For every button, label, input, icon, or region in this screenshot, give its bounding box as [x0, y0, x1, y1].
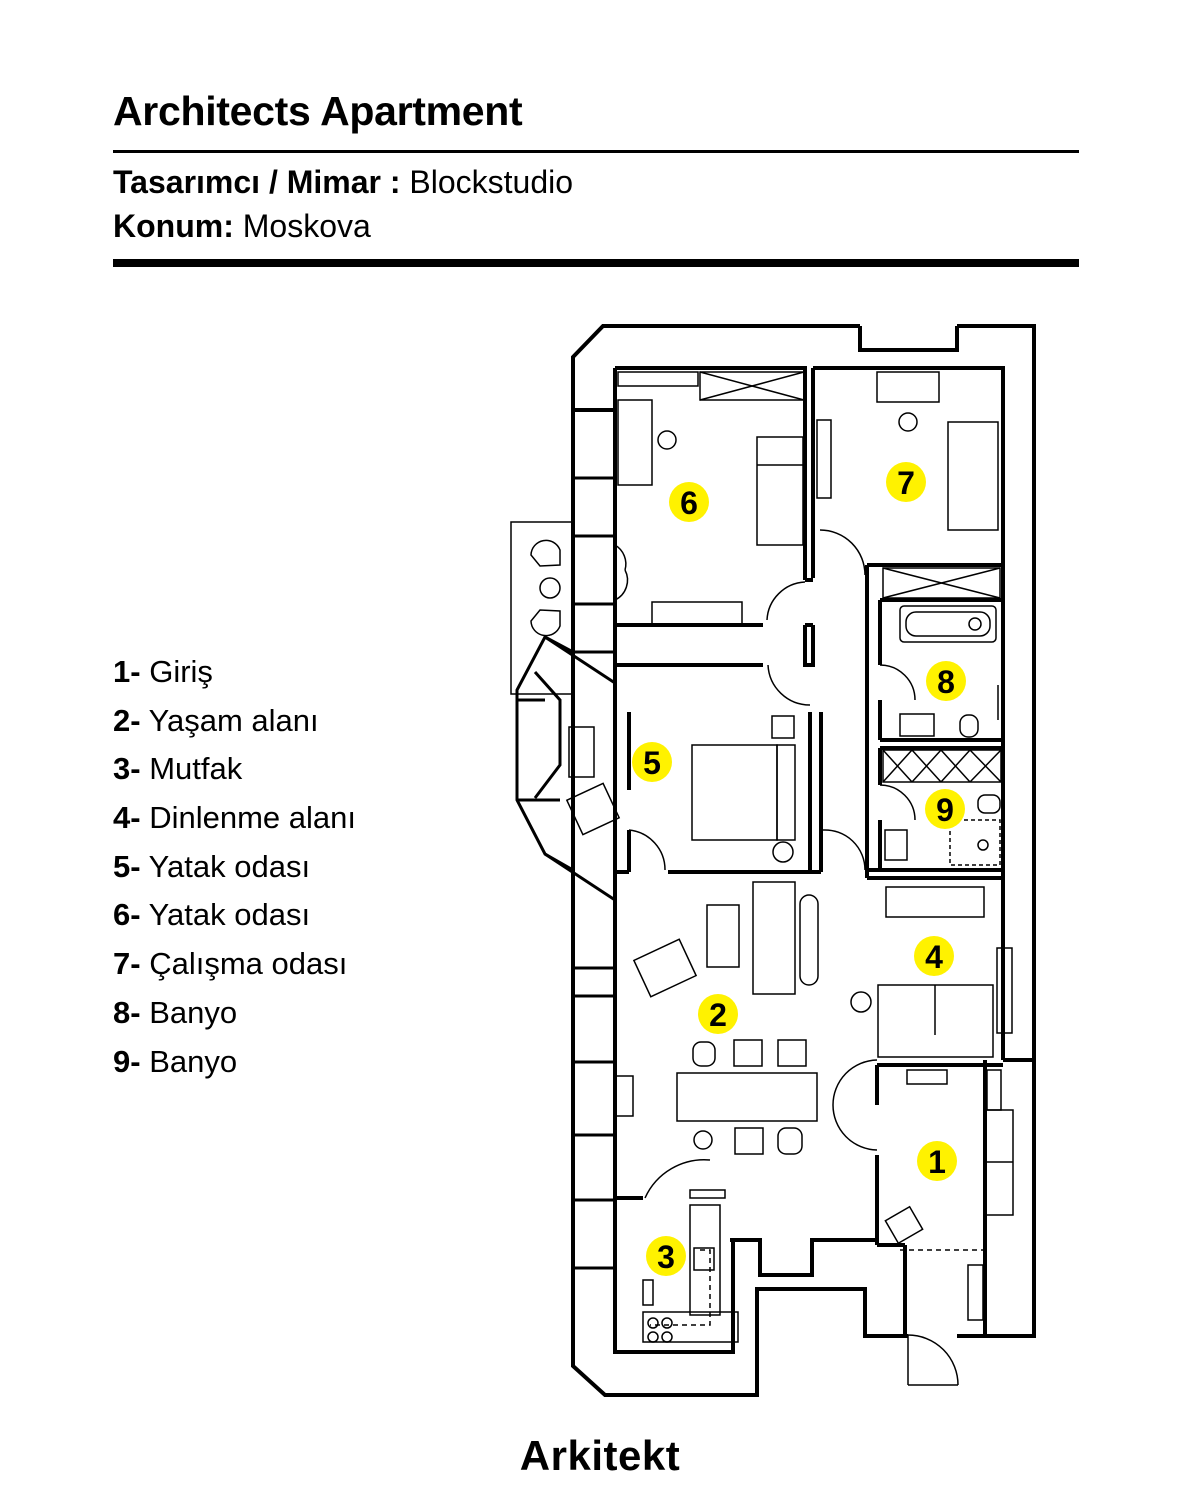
- legend-item: 2- Yaşam alanı: [113, 702, 319, 738]
- legend-item: 8- Banyo: [113, 994, 238, 1030]
- legend-item: 6- Yatak odası: [113, 897, 311, 933]
- svg-text:9: 9: [936, 792, 954, 828]
- room-legend: 1- Giriş 2- Yaşam alanı 3- Mutfak 4- Din…: [113, 652, 356, 1090]
- svg-text:4: 4: [925, 939, 943, 975]
- designer-line: Tasarımcı / Mimar : Blockstudio: [113, 164, 573, 201]
- location-label: Konum:: [113, 208, 234, 244]
- svg-text:5: 5: [643, 745, 661, 781]
- svg-text:7: 7: [897, 465, 915, 501]
- svg-text:8: 8: [937, 664, 955, 700]
- room-marker-5: 5: [632, 742, 672, 782]
- room-marker-2: 2: [698, 994, 738, 1034]
- room-markers: 6 7 8 5 9 4 2 1: [632, 462, 966, 1276]
- svg-text:1: 1: [928, 1144, 946, 1180]
- svg-text:3: 3: [657, 1239, 675, 1275]
- page-title: Architects Apartment: [113, 88, 523, 134]
- legend-item: 7- Çalışma odası: [113, 946, 348, 982]
- designer-value: Blockstudio: [409, 164, 574, 200]
- legend-item: 4- Dinlenme alanı: [113, 800, 356, 836]
- room-marker-4: 4: [914, 936, 954, 976]
- legend-item: 5- Yatak odası: [113, 848, 311, 884]
- room-marker-9: 9: [925, 789, 965, 829]
- legend-item: 3- Mutfak: [113, 751, 243, 787]
- room-marker-6: 6: [669, 482, 709, 522]
- brand-logo: Arkitekt: [519, 1432, 681, 1479]
- location-value: Moskova: [242, 208, 371, 244]
- legend-item: 9- Banyo: [113, 1043, 238, 1079]
- room-marker-1: 1: [917, 1141, 957, 1181]
- legend-item: 1- Giriş: [113, 654, 213, 689]
- designer-label: Tasarımcı / Mimar :: [113, 164, 401, 200]
- room-marker-3: 3: [646, 1236, 686, 1276]
- svg-text:2: 2: [709, 997, 727, 1033]
- location-line: Konum: Moskova: [113, 208, 371, 245]
- title-divider: [113, 150, 1079, 153]
- room-marker-8: 8: [926, 661, 966, 701]
- svg-text:6: 6: [680, 485, 698, 521]
- header-divider: [113, 259, 1079, 267]
- room-marker-7: 7: [886, 462, 926, 502]
